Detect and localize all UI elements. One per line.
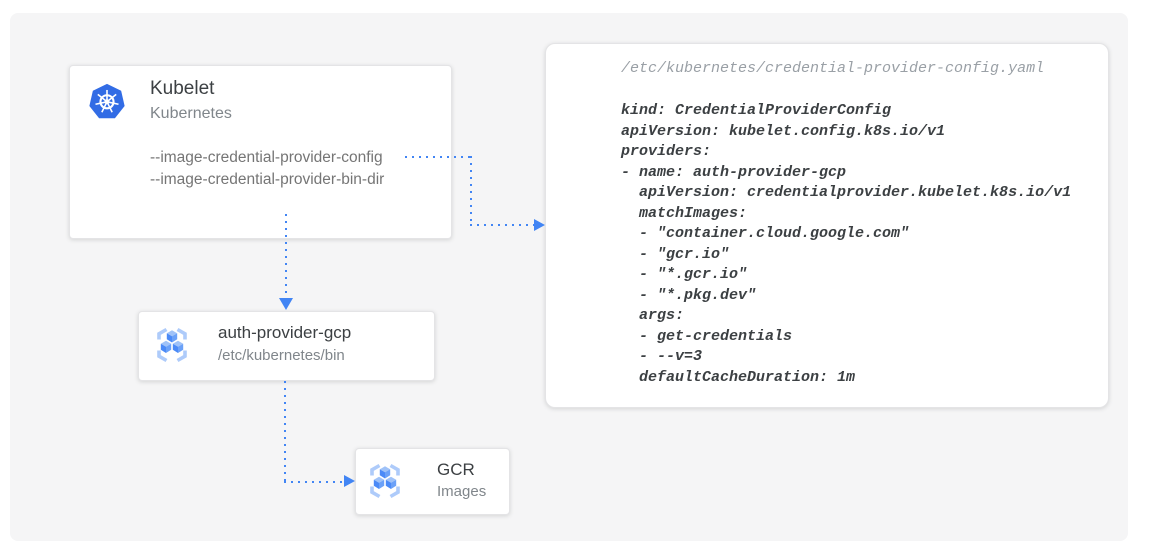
- gcr-card: GCR Images: [355, 448, 510, 515]
- arrow-provider-to-gcr-segment-2: [284, 481, 344, 483]
- auth-provider-gcp-title: auth-provider-gcp: [218, 323, 352, 342]
- config-yaml-content: kind: CredentialProviderConfig apiVersio…: [621, 102, 1072, 386]
- kubernetes-logo-icon: [88, 83, 126, 121]
- container-registry-icon: [152, 325, 192, 365]
- arrow-provider-to-gcr-segment-1: [284, 381, 286, 483]
- gcr-subtitle: Images: [437, 483, 487, 500]
- flag-image-credential-provider-bin-dir: --image-credential-provider-bin-dir: [150, 171, 385, 188]
- auth-provider-gcp-path: /etc/kubernetes/bin: [218, 347, 345, 364]
- credential-provider-config-card: /etc/kubernetes/credential-provider-conf…: [545, 43, 1109, 408]
- kubelet-card: Kubelet Kubernetes --image-credential-pr…: [69, 65, 452, 239]
- flag-image-credential-provider-config: --image-credential-provider-config: [150, 149, 383, 166]
- arrow-kubelet-to-provider-line: [285, 214, 287, 299]
- arrow-config-to-yaml-segment-1: [405, 156, 472, 158]
- arrow-config-to-yaml-segment-3: [470, 224, 534, 226]
- arrow-config-to-yaml-segment-2: [470, 156, 472, 226]
- auth-provider-gcp-card: auth-provider-gcp /etc/kubernetes/bin: [138, 311, 435, 381]
- config-file-path: /etc/kubernetes/credential-provider-conf…: [621, 60, 1045, 77]
- kubelet-flags: --image-credential-provider-config --ima…: [150, 147, 384, 191]
- arrow-kubelet-to-provider-arrowhead-icon: [279, 298, 293, 310]
- kubelet-subtitle: Kubernetes: [150, 105, 232, 122]
- gcr-title: GCR: [437, 460, 475, 479]
- arrow-provider-to-gcr-arrowhead-icon: [344, 475, 355, 487]
- gcr-registry-icon: [365, 461, 405, 501]
- arrow-config-to-yaml-arrowhead-icon: [534, 219, 545, 231]
- kubelet-title: Kubelet: [150, 78, 215, 99]
